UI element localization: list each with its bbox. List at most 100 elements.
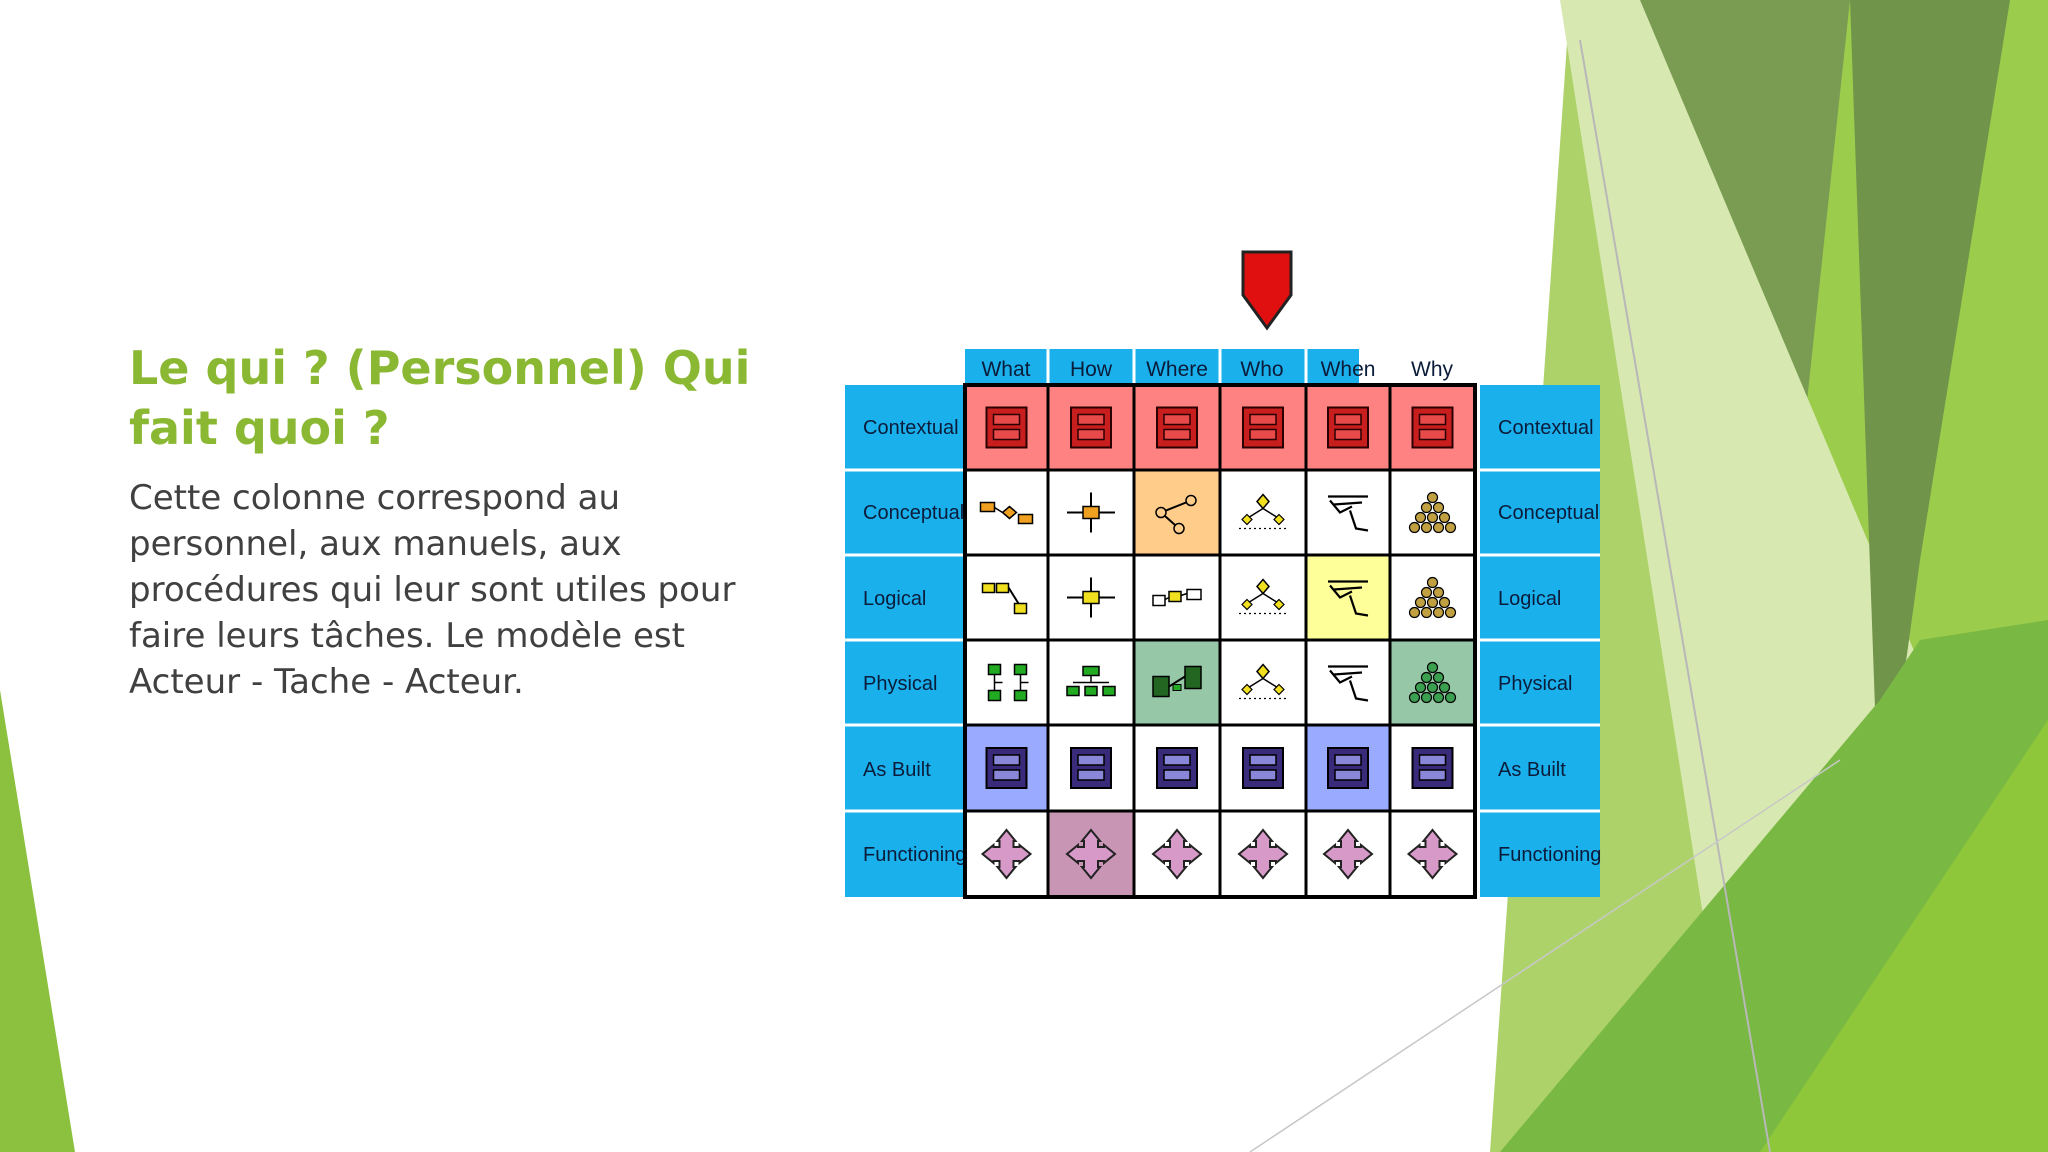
matrix-cell-functioning-why [1388,809,1477,899]
matrix-cell-physical-when [1304,638,1392,727]
window-icon [1070,406,1112,449]
goal-pyramid-icon [1408,491,1457,534]
window-icon [1156,406,1198,449]
row-label-right-physical: Physical [1498,673,1572,695]
row-label-right-conceptual: Conceptual [1498,502,1599,524]
row-label-right-logical: Logical [1498,588,1561,610]
who-pointer-icon [1241,250,1293,331]
matrix-cell-physical-what [963,638,1050,727]
row-label-left-functioning: Functioning [863,844,966,866]
row-label-right-functioning: Functioning [1498,844,1601,866]
schema-grid-icon [987,663,1029,702]
deco-line-2 [1249,759,1841,1152]
row-label-left-contextual: Contextual [863,417,959,439]
column-header-why: Why [1411,358,1454,381]
matrix-cell-functioning-where [1132,809,1222,899]
slide-body: Cette colonne correspond au personnel, a… [129,478,736,702]
network-link-icon [1152,588,1202,607]
right-panel-olive [1850,0,2010,850]
window-icon [1242,406,1284,449]
matrix-cell-physical-who [1218,638,1308,727]
row-label-right-as-built: As Built [1498,759,1566,781]
window-icon [1327,406,1369,449]
row-label-left-as-built: As Built [863,759,931,781]
entity-relation-icon [979,501,1034,525]
left-green-sliver [0,690,75,1152]
goal-pyramid-icon [1408,661,1457,704]
arrows-cross-icon [1151,828,1203,880]
column-header-who: Who [1240,358,1283,381]
matrix-cell-as-built-who [1218,723,1308,813]
arrows-cross-icon [1322,828,1374,880]
deco-line-1 [1579,39,1771,1152]
matrix-cell-contextual-why [1388,383,1477,472]
matrix-cell-contextual-what [963,383,1050,472]
org-tree-icon [1239,663,1287,700]
column-header-dividers [1046,349,1392,383]
matrix-cell-contextual-where [1132,383,1222,472]
screen-icon [985,747,1028,789]
org-tree-icon [1239,578,1287,615]
matrix-cell-functioning-when [1304,809,1392,899]
screen-icon [1156,747,1198,789]
row-label-left-logical: Logical [863,588,926,610]
structure-chart-icon [1066,665,1116,697]
matrix-cell-as-built-what [963,723,1050,813]
timeline-icon [1328,665,1369,702]
matrix-cell-logical-who [1218,553,1308,642]
matrix-cell-as-built-where [1132,723,1222,813]
arrows-cross-icon [1237,828,1289,880]
matrix-cell-as-built-when [1304,723,1392,813]
matrix-cell-physical-why [1388,638,1477,727]
matrix-cell-as-built-why [1388,723,1477,813]
screen-icon [1070,747,1112,789]
column-header-where: Where [1146,358,1208,381]
matrix-cell-logical-how [1046,553,1136,642]
matrix-cell-conceptual-how [1046,468,1136,557]
column-header-how: How [1070,358,1113,381]
network-nodes-icon [1155,494,1197,535]
matrix-cell-functioning-how [1046,809,1136,899]
matrix-cell-conceptual-who [1218,468,1308,557]
matrix-cell-logical-where [1132,553,1222,642]
matrix-cell-contextual-how [1046,383,1136,472]
arrows-cross-icon [980,828,1033,880]
row-band-dividers [845,468,1600,813]
matrix-cell-functioning-who [1218,809,1308,899]
column-header-band [965,349,1359,383]
arrows-cross-icon [1406,828,1459,880]
screen-icon [1242,747,1284,789]
column-header-when: When [1321,358,1376,381]
matrix-cell-logical-when [1304,553,1392,642]
matrix-cell-conceptual-why [1388,468,1477,557]
matrix-cell-as-built-how [1046,723,1136,813]
goal-pyramid-icon [1408,576,1457,619]
arrows-cross-icon [1065,828,1117,880]
zachman-matrix: What How Where Who When Why Contextual C… [845,250,1601,899]
process-node-icon [1067,577,1115,618]
row-label-left-physical: Physical [863,673,937,695]
data-model-icon [981,582,1028,615]
screen-icon [1327,747,1369,789]
matrix-cell-conceptual-what [963,468,1050,557]
matrix-cell-contextual-when [1304,383,1392,472]
timeline-icon [1328,580,1369,617]
matrix-cell-contextual-who [1218,383,1308,472]
matrix-cell-functioning-what [963,809,1050,899]
process-node-icon [1067,492,1115,533]
matrix-cell-logical-what [963,553,1050,642]
row-label-right-contextual: Contextual [1498,417,1594,439]
hardware-icon [1152,665,1202,698]
row-label-left-conceptual: Conceptual [863,502,964,524]
screen-icon [1411,747,1454,789]
window-icon [985,406,1028,449]
matrix-cell-physical-where [1132,638,1222,727]
window-icon [1411,406,1454,449]
matrix-outer-border [963,383,1477,899]
org-tree-icon [1239,493,1287,530]
matrix-cell-conceptual-when [1304,468,1392,557]
matrix-cell-conceptual-where [1132,468,1222,557]
matrix-cell-logical-why [1388,553,1477,642]
slide-title: Le qui ? (Personnel) Qui fait quoi ? [129,341,751,455]
